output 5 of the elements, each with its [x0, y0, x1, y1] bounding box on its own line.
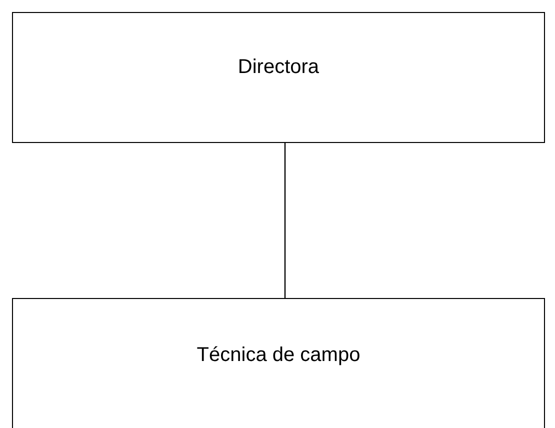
connector-line — [284, 143, 286, 298]
role-box — [12, 298, 545, 428]
role-box — [12, 12, 545, 143]
role-title: Directora — [238, 56, 320, 79]
role-title: Técnica de campo — [196, 344, 360, 367]
